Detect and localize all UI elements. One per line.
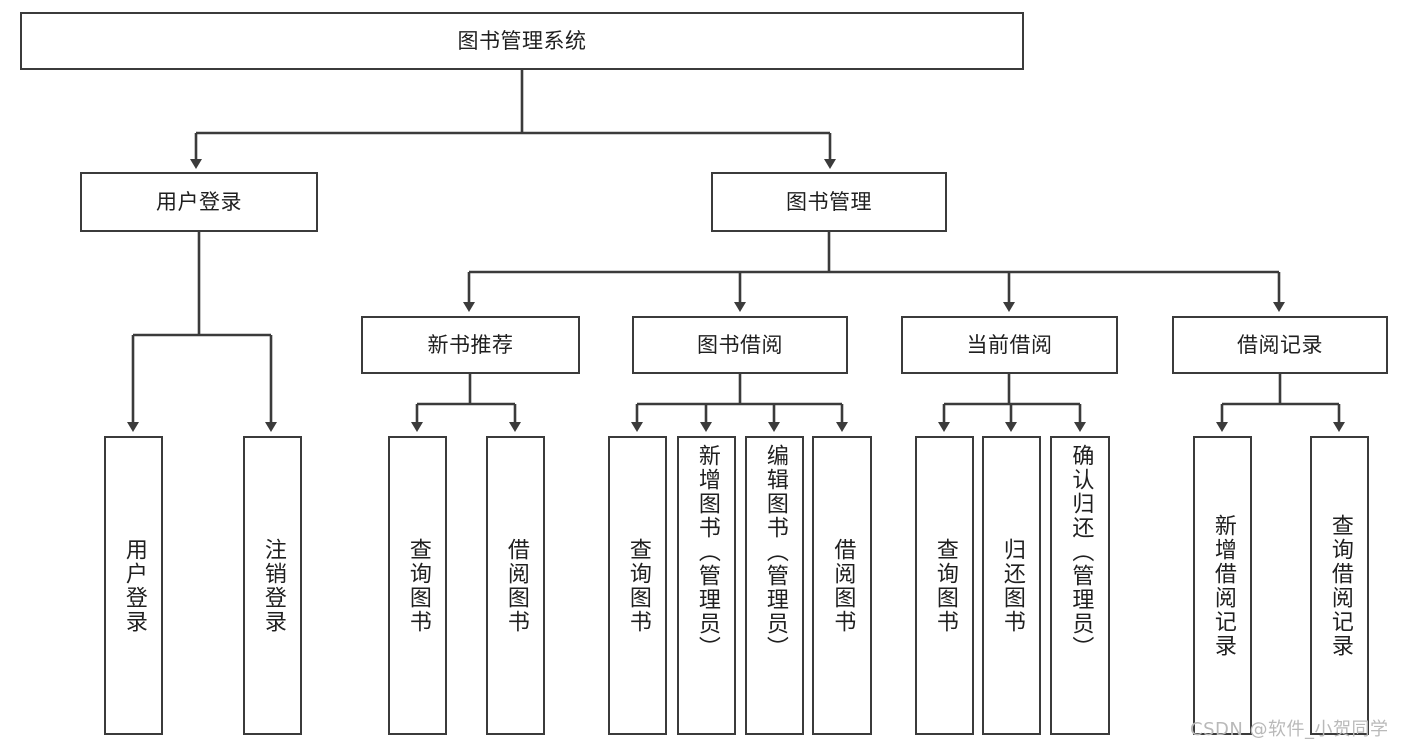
node-leaf-borrow-record-query[interactable]: 查询借阅记录 [1310,436,1369,735]
node-leaf-current-borrow-query-label: 查询图书 [932,537,958,634]
node-leaf-book-borrow-edit-label: 编辑图书（管理员） [762,444,788,660]
node-leaf-book-borrow-add[interactable]: 新增图书（管理员） [677,436,736,735]
node-leaf-new-book-borrow-label: 借阅图书 [503,537,529,634]
node-book-management[interactable]: 图书管理 [711,172,947,232]
node-leaf-new-book-query-label: 查询图书 [405,537,431,634]
node-leaf-borrow-record-add-label: 新增借阅记录 [1210,513,1236,658]
node-leaf-user-login-signout-label: 注销登录 [260,537,286,634]
node-leaf-borrow-record-add[interactable]: 新增借阅记录 [1193,436,1252,735]
node-leaf-current-borrow-return[interactable]: 归还图书 [982,436,1041,735]
node-leaf-current-borrow-return-label: 归还图书 [999,537,1025,634]
node-user-login[interactable]: 用户登录 [80,172,318,232]
node-new-book-recommend-label: 新书推荐 [427,332,514,357]
node-root-label: 图书管理系统 [457,28,587,53]
node-leaf-user-login-signin[interactable]: 用户登录 [104,436,163,735]
node-book-borrow-label: 图书借阅 [697,332,783,357]
node-current-borrow-label: 当前借阅 [966,332,1053,357]
node-leaf-new-book-query[interactable]: 查询图书 [388,436,447,735]
node-root[interactable]: 图书管理系统 [20,12,1024,70]
node-user-login-label: 用户登录 [156,189,242,214]
csdn-watermark: CSDN @软件_小贺同学 [1190,719,1389,740]
node-new-book-recommend[interactable]: 新书推荐 [361,316,580,374]
node-leaf-book-borrow-lend-label: 借阅图书 [830,537,856,634]
node-leaf-current-borrow-query[interactable]: 查询图书 [915,436,974,735]
node-leaf-user-login-signin-label: 用户登录 [121,537,147,634]
node-book-management-label: 图书管理 [786,189,872,214]
node-book-borrow[interactable]: 图书借阅 [632,316,848,374]
node-leaf-book-borrow-edit[interactable]: 编辑图书（管理员） [745,436,804,735]
node-leaf-book-borrow-lend[interactable]: 借阅图书 [812,436,872,735]
node-borrow-record[interactable]: 借阅记录 [1172,316,1388,374]
node-leaf-current-borrow-confirm[interactable]: 确认归还（管理员） [1050,436,1110,735]
node-leaf-new-book-borrow[interactable]: 借阅图书 [486,436,545,735]
node-leaf-book-borrow-query-label: 查询图书 [625,537,651,634]
node-current-borrow[interactable]: 当前借阅 [901,316,1118,374]
node-borrow-record-label: 借阅记录 [1237,332,1323,357]
node-leaf-book-borrow-query[interactable]: 查询图书 [608,436,667,735]
node-leaf-user-login-signout[interactable]: 注销登录 [243,436,302,735]
node-leaf-current-borrow-confirm-label: 确认归还（管理员） [1068,444,1094,660]
node-leaf-borrow-record-query-label: 查询借阅记录 [1327,513,1353,658]
node-leaf-book-borrow-add-label: 新增图书（管理员） [694,444,720,660]
